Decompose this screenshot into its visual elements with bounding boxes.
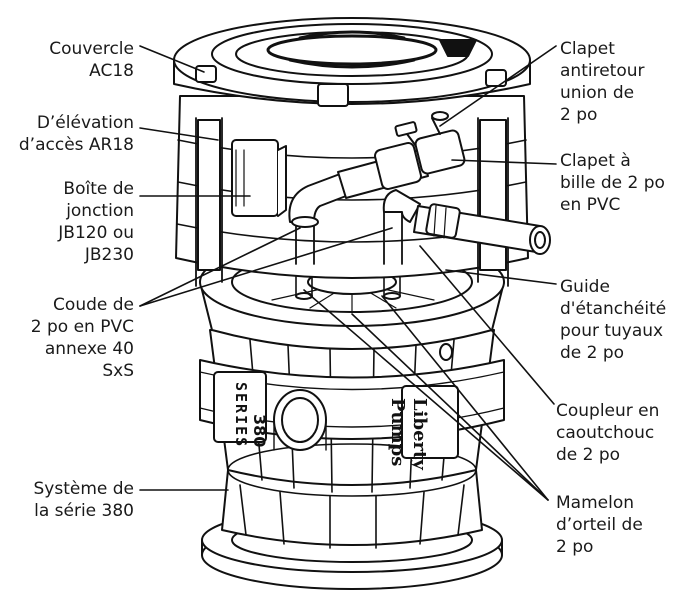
label-boite: Boîte de jonction JB120 ou JB230 [58, 179, 134, 265]
label-elevation: D’élévation d’accès AR18 [18, 113, 134, 155]
body-lettering: Liberty Pumps SERIES 380 [232, 382, 430, 470]
leader-clapet-antiretour [439, 45, 557, 127]
label-couvercle: Couvercle AC18 [49, 39, 134, 81]
leader-couvercle [139, 45, 205, 73]
leader-coude-2 [139, 227, 393, 307]
leader-elevation [139, 127, 219, 141]
label-clapet-bille: Clapet à bille de 2 po en PVC [560, 151, 665, 215]
series-band [199, 343, 505, 459]
leader-clapet-bille [451, 159, 557, 165]
brand-line2: Pumps [387, 398, 408, 466]
leader-mamelon-2 [381, 295, 549, 501]
series-number: 380 [250, 414, 269, 447]
junction-box [231, 139, 287, 217]
label-coude: Coude de 2 po en PVC annexe 40 SxS [30, 295, 134, 381]
label-guide: Guide d'étanchéité pour tuyaux de 2 po [560, 277, 667, 363]
label-coupleur: Coupleur en caoutchouc de 2 po [556, 401, 660, 465]
cover [173, 17, 531, 107]
piping [288, 111, 551, 265]
leader-guide [445, 269, 557, 285]
leader-mamelon-3 [351, 313, 549, 501]
series-word: SERIES [232, 382, 250, 448]
label-systeme: Système de la série 380 [33, 479, 134, 521]
label-clapet-antiretour: Clapet antiretour union de 2 po [560, 39, 645, 125]
leader-coupleur [419, 245, 555, 405]
brand-line1: Liberty [409, 398, 430, 470]
leader-mamelon-1 [303, 289, 549, 501]
leader-lines [139, 45, 557, 501]
leader-coude-1 [139, 227, 301, 307]
label-mamelon: Mamelon d’orteil de 2 po [556, 493, 643, 557]
